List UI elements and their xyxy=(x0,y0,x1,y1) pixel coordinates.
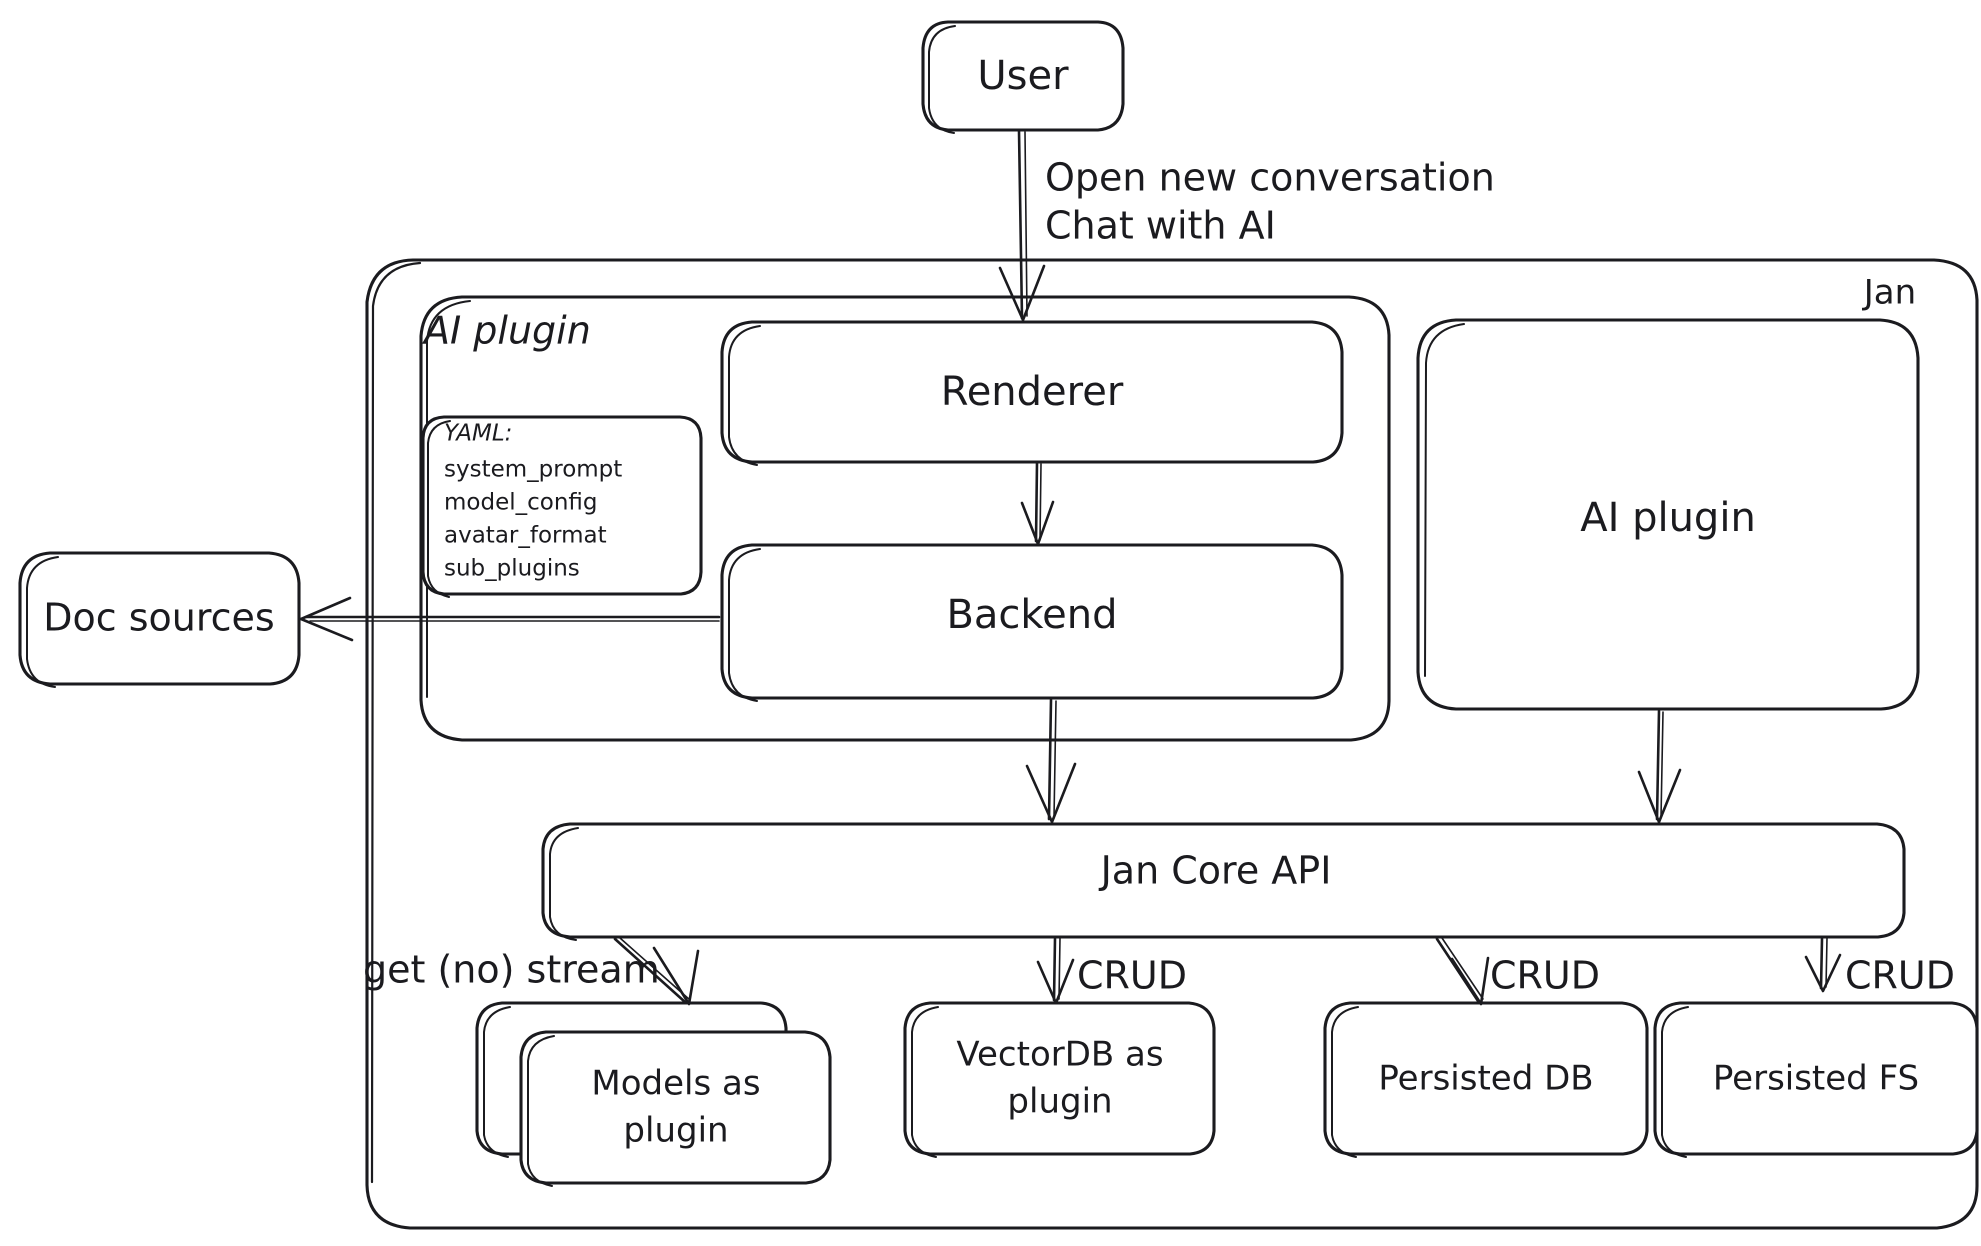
jan-core-api-node[interactable]: Jan Core API xyxy=(541,822,1906,941)
ai-plugin-right-node[interactable]: AI plugin xyxy=(1416,318,1920,711)
doc-sources-node[interactable]: Doc sources xyxy=(18,551,301,688)
edge-core-vectordb-label: CRUD xyxy=(1077,954,1187,998)
edge-core-models-label: get (no) stream xyxy=(363,948,660,992)
edge-user-renderer-label-line1: Open new conversation xyxy=(1045,156,1495,200)
edge-ai-plugin-to-core xyxy=(1637,709,1682,824)
renderer-node-label: Renderer xyxy=(941,369,1124,415)
yaml-note-line-4: sub_plugins xyxy=(444,556,580,582)
jan-container[interactable]: Jan xyxy=(365,258,1979,1230)
edge-core-to-persisted-fs: CRUD xyxy=(1804,937,1955,998)
edge-core-persisted-fs-label: CRUD xyxy=(1845,954,1955,998)
doc-sources-label: Doc sources xyxy=(43,596,274,640)
yaml-note-box[interactable]: YAML: system_prompt model_config avatar_… xyxy=(421,415,703,598)
jan-core-api-label: Jan Core API xyxy=(1099,849,1332,893)
yaml-note-line-3: avatar_format xyxy=(444,523,607,549)
edge-core-to-vectordb: CRUD xyxy=(1036,937,1187,1005)
yaml-note-line-2: model_config xyxy=(444,490,598,516)
jan-container-label: Jan xyxy=(1862,273,1916,313)
ai-plugin-right-label: AI plugin xyxy=(1580,495,1756,541)
vectordb-plugin-node[interactable]: VectorDB as plugin xyxy=(903,1001,1216,1158)
ai-plugin-group[interactable]: AI plugin xyxy=(419,295,1391,742)
yaml-note-title: YAML: xyxy=(444,421,512,447)
ai-plugin-group-label: AI plugin xyxy=(421,309,591,353)
persisted-fs-node[interactable]: Persisted FS xyxy=(1653,1001,1979,1158)
models-plugin-label-line2: plugin xyxy=(623,1111,728,1151)
edge-backend-to-doc-sources xyxy=(299,596,721,642)
renderer-node[interactable]: Renderer xyxy=(720,320,1344,466)
user-node-label: User xyxy=(977,53,1069,99)
edge-core-to-persisted-db: CRUD xyxy=(1435,937,1600,1006)
backend-node-label: Backend xyxy=(946,592,1117,638)
backend-node[interactable]: Backend xyxy=(720,543,1344,702)
models-plugin-node[interactable]: Models as plugin xyxy=(519,1030,832,1187)
yaml-note-line-1: system_prompt xyxy=(444,457,622,483)
models-plugin-label-line1: Models as xyxy=(591,1064,760,1104)
vectordb-plugin-label-line1: VectorDB as xyxy=(956,1035,1163,1075)
persisted-db-node[interactable]: Persisted DB xyxy=(1323,1001,1649,1158)
edge-core-persisted-db-label: CRUD xyxy=(1490,954,1600,998)
persisted-db-label: Persisted DB xyxy=(1378,1059,1593,1099)
vectordb-plugin-label-line2: plugin xyxy=(1007,1082,1112,1122)
persisted-fs-label: Persisted FS xyxy=(1713,1059,1919,1099)
edge-backend-to-core xyxy=(1025,698,1077,824)
edge-core-to-models: get (no) stream xyxy=(363,937,700,1006)
edge-user-renderer-label-line2: Chat with AI xyxy=(1045,204,1276,248)
edge-user-to-renderer: Open new conversation Chat with AI xyxy=(998,129,1495,322)
user-node[interactable]: User xyxy=(921,20,1125,134)
edge-renderer-to-backend xyxy=(1020,461,1055,546)
